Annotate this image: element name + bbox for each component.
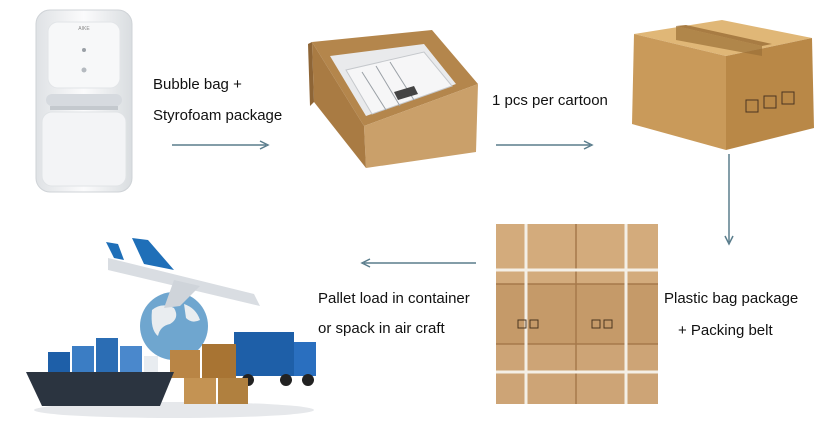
hand-dryer-image: AIKE xyxy=(30,8,138,196)
label-plastic-line1: Plastic bag package xyxy=(664,290,799,307)
open-carton-image xyxy=(306,22,482,172)
label-pallet-line2: or spack in air craft xyxy=(318,320,445,337)
sealed-carton-image xyxy=(626,16,818,154)
dryer-brand: AIKE xyxy=(78,26,90,32)
label-pallet-line1: Pallet load in container xyxy=(318,290,470,307)
hand-dryer-icon: AIKE xyxy=(35,9,133,193)
strapped-carton-stack-icon xyxy=(496,224,658,404)
logistics-image xyxy=(24,234,324,422)
sealed-carton-icon xyxy=(632,20,814,150)
label-carton: 1 pcs per cartoon xyxy=(492,92,608,109)
label-bubble-line2: Styrofoam package xyxy=(153,107,283,124)
open-carton-icon xyxy=(308,30,478,168)
label-plastic-line2: + Packing belt xyxy=(678,322,773,339)
strapped-carton-stack-image xyxy=(496,224,658,404)
arrow-right-icon xyxy=(496,140,594,150)
logistics-ship-plane-truck-icon xyxy=(26,238,316,418)
arrow-down-icon xyxy=(724,154,734,246)
label-bubble-line1: Bubble bag + xyxy=(153,76,242,93)
arrow-right-icon xyxy=(172,140,270,150)
arrow-left-icon xyxy=(360,258,476,268)
